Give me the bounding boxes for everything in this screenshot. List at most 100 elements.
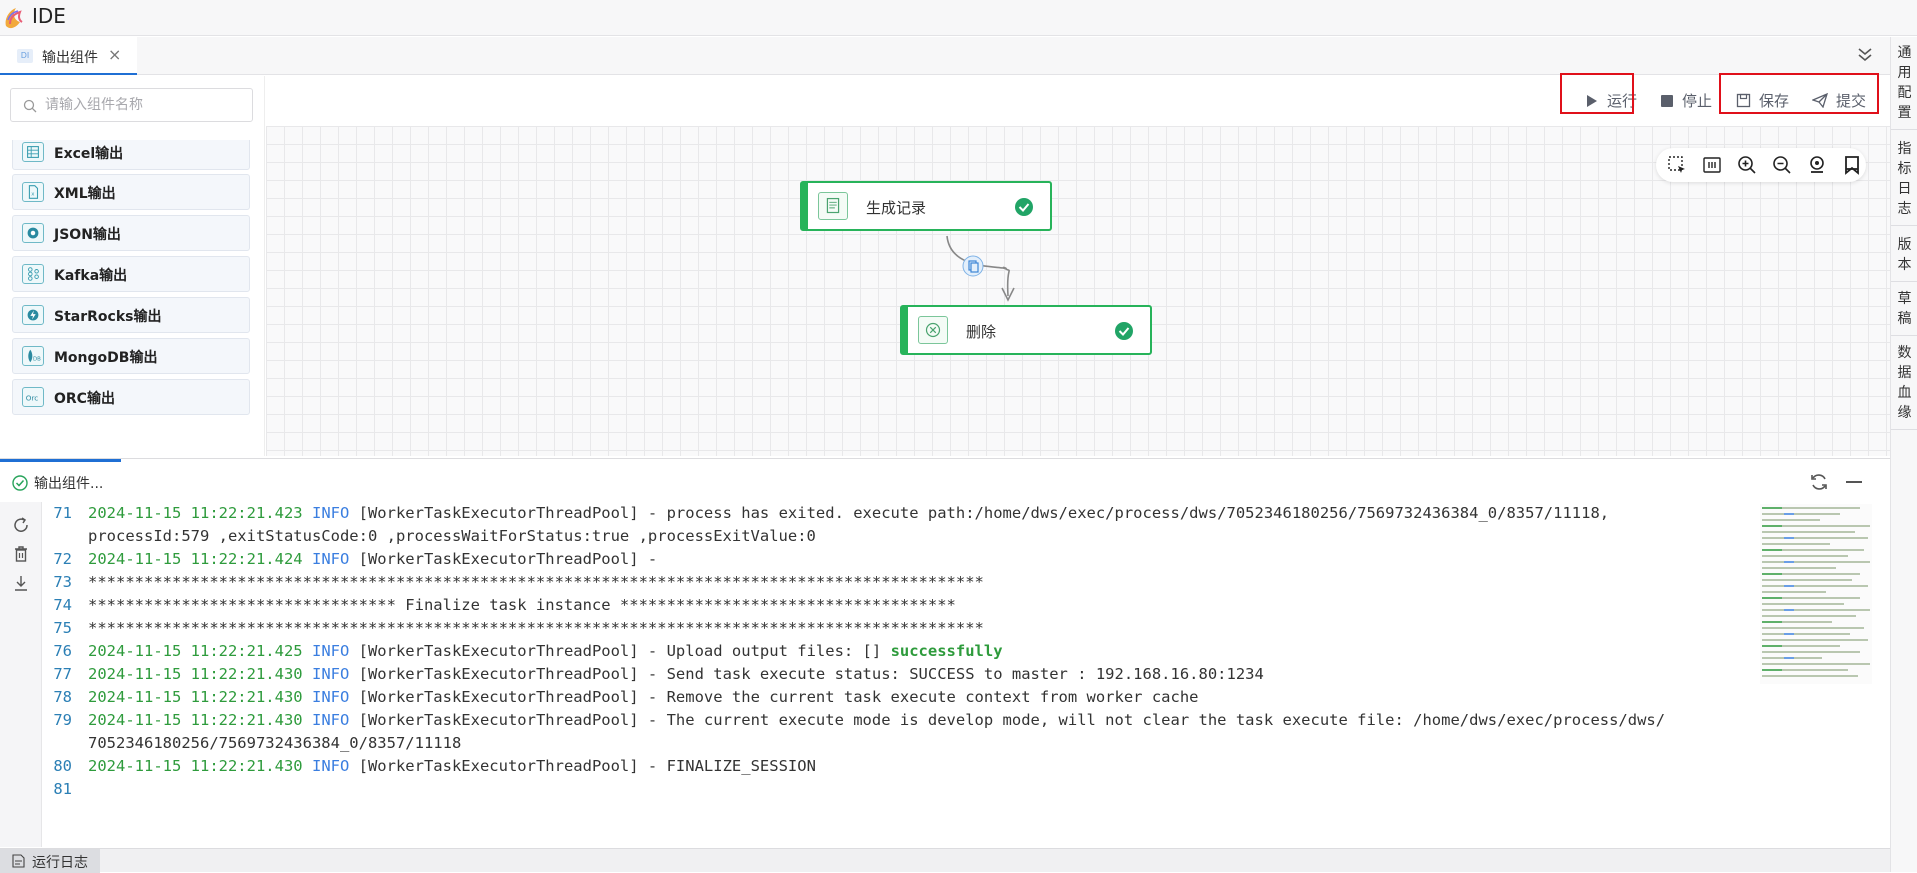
list-item-label: Excel输出 [54, 146, 124, 162]
stop-button[interactable]: 停止 [1660, 90, 1712, 111]
sidebar-item-metric-log[interactable]: 指标日志 [1891, 133, 1917, 226]
svg-text:x: x [31, 192, 34, 198]
minimize-icon[interactable] [1846, 481, 1862, 483]
tab-output-component[interactable]: DI 输出组件 × [0, 37, 137, 75]
connection-edge [946, 235, 1015, 302]
send-icon [1811, 92, 1829, 109]
success-keyword: successfully [890, 642, 1003, 660]
submit-button-label: 提交 [1836, 92, 1867, 110]
line-number: 78 [53, 688, 72, 706]
sidebar-item-version[interactable]: 版本 [1891, 229, 1917, 282]
line-number: 75 [53, 619, 72, 637]
mongodb-icon: DB [22, 346, 44, 366]
list-item-label: Kafka输出 [54, 268, 128, 284]
right-sidebar: 通用配置 指标日志 版本 草稿 数据血缘 [1890, 37, 1917, 872]
save-button[interactable]: 保存 [1736, 90, 1789, 111]
log-text: [WorkerTaskExecutorThreadPool] - process… [349, 504, 1610, 522]
list-item[interactable]: Kafka输出 [12, 256, 250, 292]
list-item[interactable]: JSON输出 [12, 215, 250, 251]
tab-label: 运行日志 [32, 855, 88, 871]
log-tool-column [0, 502, 42, 847]
bookmark-icon[interactable] [1842, 155, 1862, 175]
copy-edge-icon[interactable] [962, 255, 984, 277]
editor-tab-bar: DI 输出组件 × [0, 37, 1890, 75]
download-icon[interactable] [12, 574, 30, 592]
fit-view-icon[interactable] [1702, 155, 1722, 175]
list-item[interactable]: DB MongoDB输出 [12, 338, 250, 374]
run-button[interactable]: 运行 [1585, 90, 1637, 111]
tab-label: 输出组件 [42, 50, 98, 66]
log-timestamp: 2024-11-15 11:22:21.425 [88, 642, 303, 660]
log-text: [WorkerTaskExecutorThreadPool] - [349, 550, 658, 568]
refresh-icon[interactable] [12, 516, 30, 534]
workflow-node[interactable]: 生成记录 [800, 181, 1052, 231]
code-minimap[interactable] [1760, 504, 1872, 684]
sync-icon[interactable] [1809, 472, 1829, 492]
zoom-in-icon[interactable] [1737, 155, 1757, 175]
log-text: ****************************************… [88, 573, 984, 591]
list-item-label: JSON输出 [54, 227, 121, 243]
sidebar-item-label: 版本 [1897, 237, 1912, 273]
log-text: 7052346180256/7569732436384_0/8357/11118 [88, 734, 462, 752]
di-file-icon: DI [17, 49, 33, 63]
log-level: INFO [311, 688, 350, 706]
play-icon [1587, 95, 1597, 107]
kafka-icon [22, 264, 44, 284]
component-list[interactable]: Excel输出 x XML输出 JSON输出 Kafka输出 StarRocks… [0, 140, 265, 456]
log-line: 74********************************* Fina… [44, 594, 956, 617]
list-item[interactable]: Orc ORC输出 [12, 379, 250, 415]
log-timestamp: 2024-11-15 11:22:21.430 [88, 665, 303, 683]
list-item-label: MongoDB输出 [54, 350, 158, 366]
double-chevron-down-icon[interactable] [1855, 44, 1875, 64]
sidebar-item-data-lineage[interactable]: 数据血缘 [1891, 337, 1917, 430]
bottom-status-bar: 运行日志 [0, 848, 1890, 873]
box-select-icon[interactable] [1667, 155, 1687, 175]
delete-circle-icon [918, 316, 948, 344]
check-circle-icon [1015, 198, 1033, 216]
zoom-out-icon[interactable] [1772, 155, 1792, 175]
node-label: 删除 [966, 323, 997, 341]
search-input[interactable] [45, 94, 245, 116]
log-text: [WorkerTaskExecutorThreadPool] - The cur… [349, 711, 1666, 729]
log-file-icon [12, 854, 25, 868]
trash-icon[interactable] [12, 545, 30, 563]
workflow-node[interactable]: 删除 [900, 305, 1152, 355]
log-line: 7052346180256/7569732436384_0/8357/11118 [44, 732, 461, 755]
log-panel-title[interactable]: 输出组件... [34, 476, 104, 492]
run-highlight-box [1560, 73, 1634, 114]
check-circle-icon [1115, 322, 1133, 340]
log-text: [WorkerTaskExecutorThreadPool] - Remove … [349, 688, 1199, 706]
search-icon [23, 99, 37, 113]
log-timestamp: 2024-11-15 11:22:21.430 [88, 711, 303, 729]
submit-button[interactable]: 提交 [1811, 90, 1867, 111]
sidebar-item-label: 通用配置 [1897, 45, 1912, 121]
sidebar-item-label: 指标日志 [1897, 141, 1912, 217]
log-line: processId:579 ,exitStatusCode:0 ,process… [44, 525, 816, 548]
component-panel: Excel输出 x XML输出 JSON输出 Kafka输出 StarRocks… [0, 76, 265, 456]
line-number: 74 [53, 596, 72, 614]
success-check-icon [12, 475, 28, 491]
list-item[interactable]: Excel输出 [12, 140, 250, 170]
log-text: [WorkerTaskExecutorThreadPool] - Upload … [349, 642, 891, 660]
svg-text:Orc: Orc [26, 394, 38, 403]
locate-icon[interactable] [1807, 155, 1827, 175]
save-button-label: 保存 [1759, 92, 1790, 110]
close-icon[interactable]: × [108, 45, 122, 64]
title-bar: IDE [0, 0, 1917, 36]
app-title: IDE [32, 4, 66, 28]
log-text: ****************************************… [88, 619, 984, 637]
workflow-canvas[interactable]: 生成记录 删除 [266, 126, 1890, 456]
list-item[interactable]: StarRocks输出 [12, 297, 250, 333]
sidebar-item-general-config[interactable]: 通用配置 [1891, 37, 1917, 130]
list-item[interactable]: x XML输出 [12, 174, 250, 210]
sidebar-item-draft[interactable]: 草稿 [1891, 283, 1917, 336]
sidebar-item-label: 数据血缘 [1897, 345, 1912, 421]
starrocks-icon [22, 305, 44, 325]
tab-run-log[interactable]: 运行日志 [0, 849, 100, 873]
